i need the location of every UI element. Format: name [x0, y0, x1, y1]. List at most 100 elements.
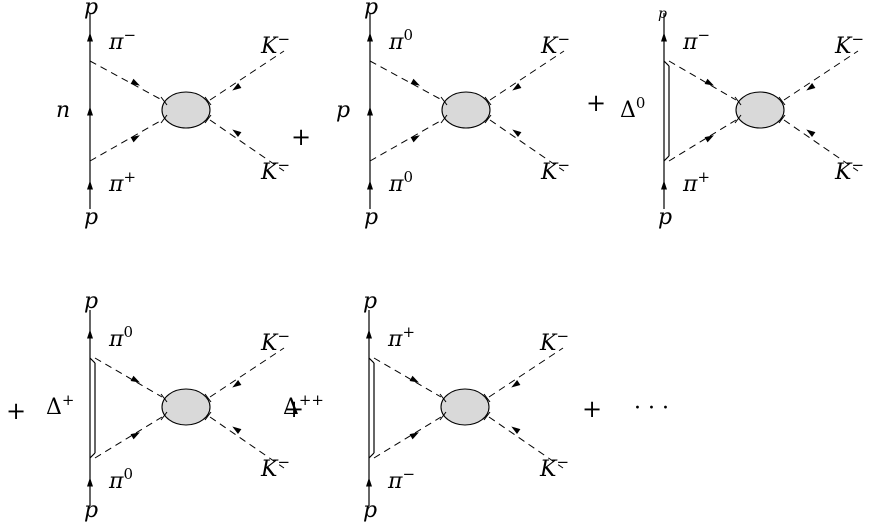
plus-sign-3: + — [6, 397, 26, 425]
kaon-label-upper: K− — [834, 30, 864, 59]
blob-tick-1 — [439, 393, 447, 403]
kaon-line-lower — [783, 119, 859, 172]
blob-tick-3 — [778, 96, 786, 106]
pion-label-upper-symbol: π — [108, 327, 124, 352]
kaon-arrow-upper — [232, 380, 242, 388]
pion-line-upper — [94, 357, 163, 398]
proton-label-bottom: p — [363, 498, 377, 523]
kaon-label-upper: K− — [260, 327, 290, 356]
delta-cap-top — [663, 60, 670, 67]
pion-arrow-lower — [409, 432, 419, 440]
pion-arrow-lower — [704, 135, 714, 143]
proton-label-bottom: p — [84, 205, 98, 230]
pion-label-upper-symbol: π — [387, 327, 403, 352]
interaction-blob — [161, 388, 211, 426]
delta-cap-top — [89, 357, 96, 364]
pion-label-upper-charge: − — [123, 26, 136, 44]
proton-label-bottom-symbol: p — [84, 498, 98, 523]
delta-cap-bottom — [368, 452, 375, 459]
proton-label-bottom: p — [658, 205, 672, 230]
proton-arrow-top — [87, 329, 93, 339]
proton-arrow-bottom — [661, 180, 667, 190]
diagram-group: ppnπ−π+K−K−pppπ0π0K−K−ppΔ0π−π+K−K−ppΔ+π0… — [46, 0, 864, 523]
kaon-label-upper-charge: − — [557, 30, 570, 48]
proton-arrow-bottom — [366, 477, 372, 487]
feynman-diagram-5: ppΔ++π+π−K−K− — [283, 289, 569, 523]
kaon-label-upper-symbol: K — [539, 331, 558, 356]
kaon-label-lower: K− — [540, 156, 570, 185]
kaon-line-lower — [209, 119, 285, 172]
proton-label-top: p — [658, 6, 667, 22]
kaon-arrow-lower — [806, 129, 816, 138]
pion-line-upper — [373, 357, 442, 398]
proton-arrow-bottom — [87, 180, 93, 190]
baryon-label: n — [56, 98, 70, 123]
interaction-blob — [735, 91, 785, 129]
pion-label-lower-charge: 0 — [123, 465, 133, 483]
pion-label-lower-charge: 0 — [403, 168, 413, 186]
proton-arrow-top — [367, 32, 373, 42]
baryon-label-symbol: n — [56, 98, 70, 123]
baryon-label-symbol: Δ — [46, 395, 62, 420]
interaction-blob — [161, 91, 211, 129]
kaon-line-upper — [209, 347, 285, 398]
pion-arrow-upper — [410, 78, 420, 86]
blob-tick-1 — [440, 96, 448, 106]
kaon-arrow-lower — [512, 129, 522, 138]
proton-label-top-symbol: p — [658, 6, 667, 22]
kaon-label-upper-charge: − — [277, 30, 290, 48]
nucleon-arrow — [367, 106, 373, 116]
kaon-line-lower — [489, 119, 565, 172]
proton-label-bottom-symbol: p — [364, 205, 378, 230]
pion-label-lower: π− — [387, 465, 415, 494]
plus-sign-5: + — [582, 395, 602, 423]
baryon-label-symbol: p — [336, 98, 350, 123]
pion-line-lower — [373, 416, 442, 459]
kaon-arrow-upper — [512, 83, 522, 91]
pion-label-lower-symbol: π — [108, 469, 124, 494]
proton-label-bottom-symbol: p — [658, 205, 672, 230]
blob-tick-2 — [160, 411, 168, 421]
proton-arrow-top — [87, 32, 93, 42]
kaon-label-upper: K− — [260, 30, 290, 59]
blob-tick-4 — [204, 411, 212, 421]
kaon-label-lower: K− — [834, 156, 864, 185]
kaon-arrow-upper — [511, 380, 521, 388]
blob-tick-4 — [778, 114, 786, 124]
proton-arrow-top — [366, 329, 372, 339]
pion-line-upper — [369, 60, 443, 101]
plus-sign-1: + — [291, 123, 311, 151]
pion-line-upper — [89, 60, 163, 101]
kaon-label-lower: K− — [260, 156, 290, 185]
kaon-label-upper-charge: − — [277, 327, 290, 345]
blob-tick-1 — [734, 96, 742, 106]
kaon-label-lower-charge: − — [277, 453, 290, 471]
kaon-line-upper — [783, 50, 859, 101]
proton-arrow-top — [661, 32, 667, 42]
proton-label-top-symbol: p — [84, 289, 98, 314]
pion-label-lower-symbol: π — [388, 172, 404, 197]
kaon-label-lower-charge: − — [277, 156, 290, 174]
pion-line-lower — [369, 119, 443, 162]
pion-line-lower — [668, 119, 737, 162]
baryon-label: Δ++ — [283, 391, 324, 420]
proton-label-top: p — [363, 289, 377, 314]
delta-cap-bottom — [89, 452, 96, 459]
proton-label-bottom-symbol: p — [84, 205, 98, 230]
pion-label-upper: π0 — [388, 26, 413, 55]
baryon-label: Δ+ — [46, 391, 74, 420]
blob-tick-2 — [160, 114, 168, 124]
blob-tick-4 — [204, 114, 212, 124]
pion-arrow-upper — [130, 78, 140, 86]
pion-arrow-lower — [410, 135, 420, 143]
pion-label-upper-charge: 0 — [123, 323, 133, 341]
baryon-label-symbol: Δ — [620, 98, 636, 123]
pion-label-upper-charge: 0 — [403, 26, 413, 44]
pion-arrow-lower — [130, 135, 140, 143]
pion-label-lower-charge: + — [123, 168, 136, 186]
proton-label-top: p — [84, 0, 98, 20]
kaon-label-upper: K− — [539, 327, 569, 356]
pion-arrow-upper — [130, 375, 140, 383]
